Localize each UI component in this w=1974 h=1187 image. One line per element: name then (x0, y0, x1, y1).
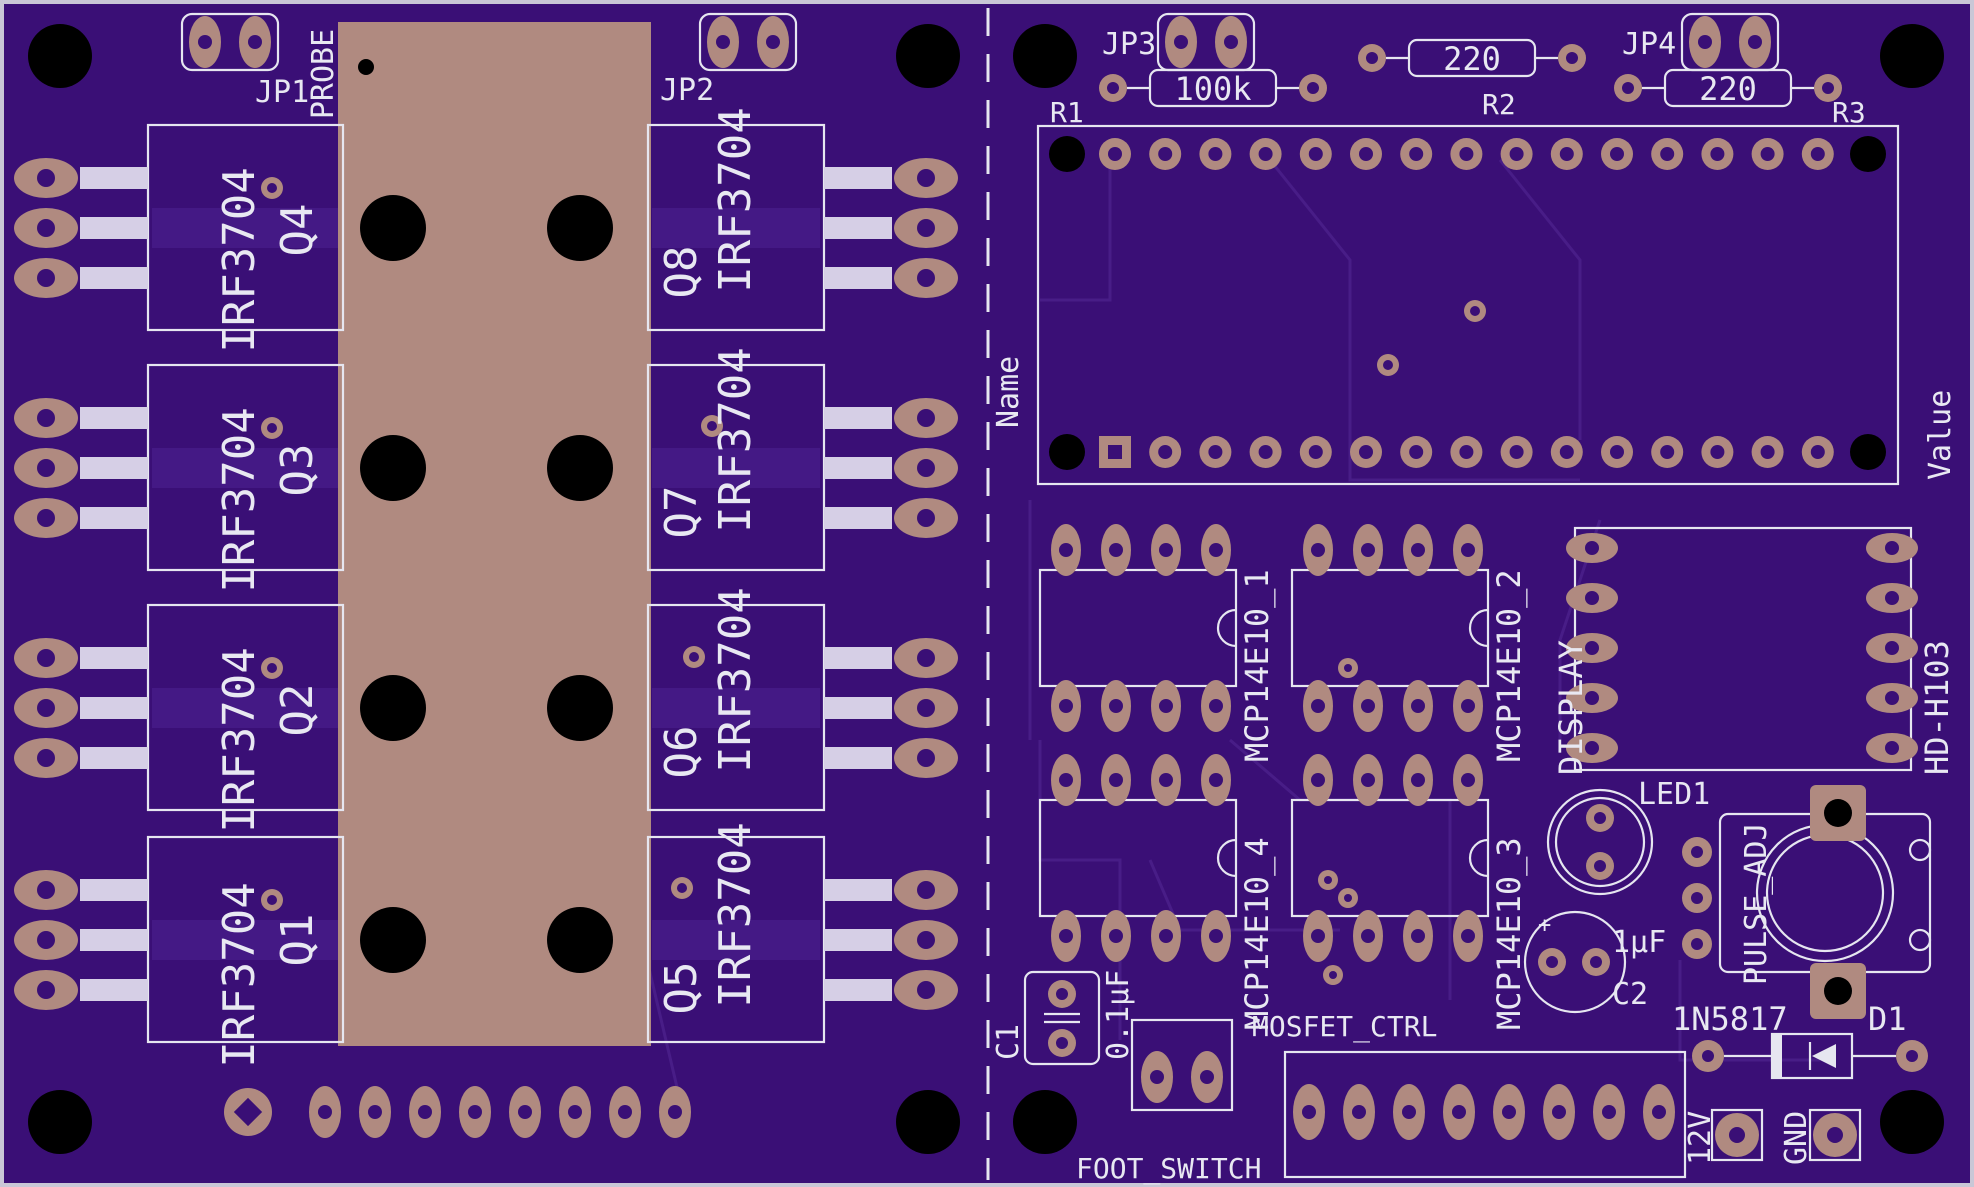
c2-plus: + (1538, 913, 1551, 938)
q6-label-group: Q6 IRF3704 (656, 587, 761, 778)
q6-label: Q6 (656, 726, 707, 779)
heatsink-pin1-dot (358, 59, 374, 75)
capacitor-c2: + 1µF C2 (1523, 910, 1666, 1014)
module-name-label: Name (991, 356, 1026, 428)
module-value-label: Value (1923, 390, 1958, 480)
q4-part-label: IRF3704 (214, 167, 265, 352)
c2-value: 1µF (1612, 925, 1666, 960)
capacitor-c1: C1 0.1µF (991, 970, 1136, 1066)
display-part-label: HD-H103 (1918, 640, 1956, 775)
heatsink-bar (338, 22, 651, 1046)
right-mosfet-column (646, 123, 958, 1044)
power-pads: 12V GND (1683, 1108, 1862, 1165)
mcu-module: Name Value (991, 124, 1958, 486)
mounting-holes (28, 24, 1944, 1154)
q3-part-label: IRF3704 (214, 407, 265, 592)
q8-label: Q8 (656, 246, 707, 299)
pulse-adj-pot: PULSE_ADJ (1682, 785, 1932, 1019)
ic4-package (1038, 754, 1238, 962)
q4-label-group: Q4 IRF3704 (214, 167, 323, 352)
12v-label: 12V (1683, 1111, 1718, 1165)
c1-label: C1 (991, 1024, 1026, 1060)
q2-part-label: IRF3704 (214, 647, 265, 832)
q2-label-group: Q2 IRF3704 (214, 647, 323, 832)
resistor-r1: 100k R1 (1050, 68, 1327, 129)
display-label: DISPLAY (1552, 640, 1590, 775)
d1-part-label: 1N5817 (1672, 1000, 1788, 1038)
bottom-left-pad-row (224, 1086, 691, 1138)
q5-package (646, 835, 958, 1044)
q7-part-label: IRF3704 (710, 347, 761, 532)
jp1-label: JP1 (255, 75, 309, 110)
c1-value: 0.1µF (1101, 970, 1136, 1060)
r1-label: R1 (1050, 96, 1084, 129)
q4-label: Q4 (272, 204, 323, 257)
q8-package (646, 123, 958, 332)
q6-part-label: IRF3704 (710, 587, 761, 772)
mosfet-ctrl-connector: MOSFET_CTRL (1252, 1010, 1687, 1179)
r2-label: R2 (1482, 88, 1516, 121)
left-mosfet-column (14, 123, 345, 1044)
q5-label-group: Q5 IRF3704 (656, 822, 761, 1014)
q2-label: Q2 (272, 684, 323, 737)
q3-package (14, 363, 345, 572)
q7-label: Q7 (656, 486, 707, 539)
pulse-adj-label: PULSE_ADJ (1739, 822, 1774, 985)
ic2-label: MCP14E10_2 (1490, 569, 1528, 762)
r2-value: 220 (1443, 40, 1501, 78)
resistor-r2: 220 R2 (1358, 38, 1586, 121)
q1-part-label: IRF3704 (214, 882, 265, 1067)
probe-label: PROBE (306, 29, 341, 119)
q6-package (646, 603, 958, 812)
q1-label: Q1 (272, 914, 323, 967)
jp3-label: JP3 (1102, 27, 1156, 62)
q3-label: Q3 (272, 444, 323, 497)
jp1-header: JP1 (180, 12, 309, 110)
q2-package (14, 603, 345, 812)
q8-label-group: Q8 IRF3704 (656, 107, 761, 298)
q7-package (646, 363, 958, 572)
display-hd-h103: DISPLAY HD-H103 (1552, 526, 1956, 775)
heatsink-holes (360, 195, 613, 973)
q1-label-group: Q1 IRF3704 (214, 882, 323, 1067)
r1-value: 100k (1174, 70, 1251, 108)
diode-d1: 1N5817 D1 (1672, 1000, 1928, 1080)
q3-label-group: Q3 IRF3704 (214, 407, 323, 592)
jp4-header: JP4 (1622, 12, 1780, 72)
ic4-label: MCP14E10_4 (1238, 837, 1276, 1030)
jp2-label: JP2 (660, 73, 714, 108)
ic1-label: MCP14E10_1 (1238, 569, 1276, 762)
led1: LED1 (1546, 777, 1710, 896)
ic3-label: MCP14E10_3 (1490, 837, 1528, 1030)
ic-vias (1318, 658, 1358, 985)
jp4-label: JP4 (1622, 27, 1676, 62)
jp2-header: JP2 (660, 12, 798, 108)
r3-label: R3 (1832, 96, 1866, 129)
foot-switch-connector: FOOT_SWITCH (1076, 1018, 1261, 1186)
r3-value: 220 (1699, 70, 1757, 108)
ic3-package (1290, 754, 1490, 962)
q1-package (14, 835, 345, 1044)
driver-ics (1038, 524, 1490, 962)
q7-label-group: Q7 IRF3704 (656, 347, 761, 538)
c2-label: C2 (1612, 977, 1648, 1012)
mosfet-ctrl-label: MOSFET_CTRL (1252, 1010, 1437, 1044)
resistor-r3: 220 R3 (1614, 68, 1866, 129)
q5-label: Q5 (656, 962, 707, 1015)
d1-label: D1 (1868, 1000, 1907, 1038)
gnd-label: GND (1779, 1111, 1814, 1165)
q5-part-label: IRF3704 (710, 822, 761, 1007)
led1-label: LED1 (1638, 777, 1710, 812)
ic2-package (1290, 524, 1490, 732)
foot-switch-label: FOOT_SWITCH (1076, 1152, 1261, 1186)
ic1-package (1038, 524, 1238, 732)
q8-part-label: IRF3704 (710, 107, 761, 292)
q4-package (14, 123, 345, 332)
